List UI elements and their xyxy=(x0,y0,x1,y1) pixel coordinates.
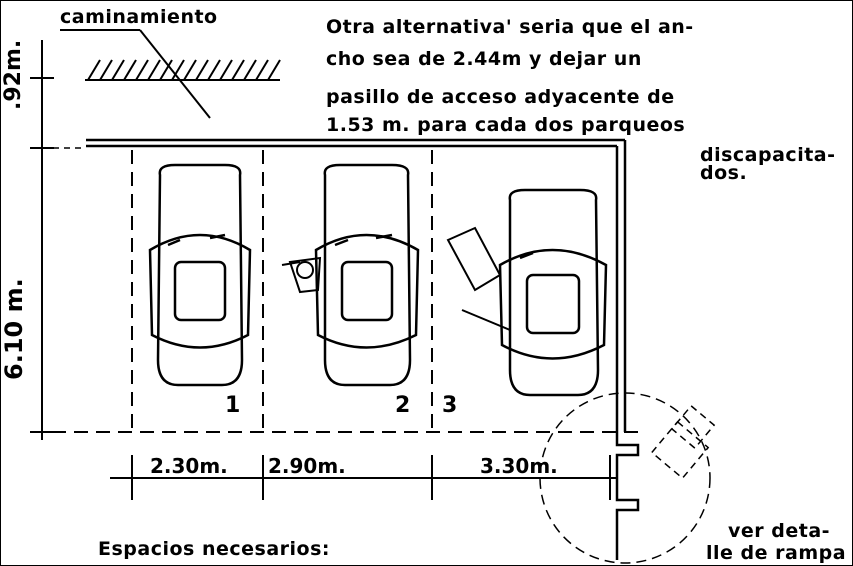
dim-main-label: 6.10 m. xyxy=(0,278,28,380)
walkway-label: caminamiento xyxy=(60,6,218,28)
note-line-5: discapacita- xyxy=(700,144,836,166)
ramp-square xyxy=(650,404,716,480)
note-line-1: Otra alternativa' seria que el an- xyxy=(326,16,694,38)
dim-top-label: .92m. xyxy=(1,40,26,110)
car-1 xyxy=(148,163,252,387)
note-line-4: 1.53 m. para cada dos parqueos xyxy=(326,114,686,136)
note-line-6: dos. xyxy=(700,162,748,184)
ramp-detail-line-2: lle de rampa xyxy=(706,542,847,564)
wheelchair-figure xyxy=(281,256,322,294)
walkway-hatch xyxy=(85,59,281,81)
note-line-2: cho sea de 2.44m y dejar un xyxy=(326,48,642,70)
space-number-3: 3 xyxy=(442,393,457,418)
walkway-leader xyxy=(60,29,211,119)
dim-width-2: 2.90m. xyxy=(268,454,346,478)
ramp-detail-line-1: ver deta- xyxy=(728,520,831,542)
car-2 xyxy=(314,163,420,387)
car-3 xyxy=(498,188,608,397)
note-line-3: pasillo de acceso adyacente de xyxy=(326,86,675,108)
space-number-2: 2 xyxy=(395,393,410,418)
necessary-spaces-label: Espacios necesarios: xyxy=(98,538,330,560)
ramp-wall xyxy=(615,432,640,560)
right-wall xyxy=(615,140,627,432)
vertical-dimension xyxy=(30,40,54,440)
door-figure xyxy=(446,226,511,331)
space-number-1: 1 xyxy=(225,393,240,418)
horizontal-dimension xyxy=(110,455,618,500)
stall-dividers xyxy=(131,150,433,432)
dim-width-1: 2.30m. xyxy=(150,454,228,478)
ramp-circle xyxy=(539,392,711,564)
dim-width-3: 3.30m. xyxy=(480,454,558,478)
top-wall xyxy=(86,138,625,148)
